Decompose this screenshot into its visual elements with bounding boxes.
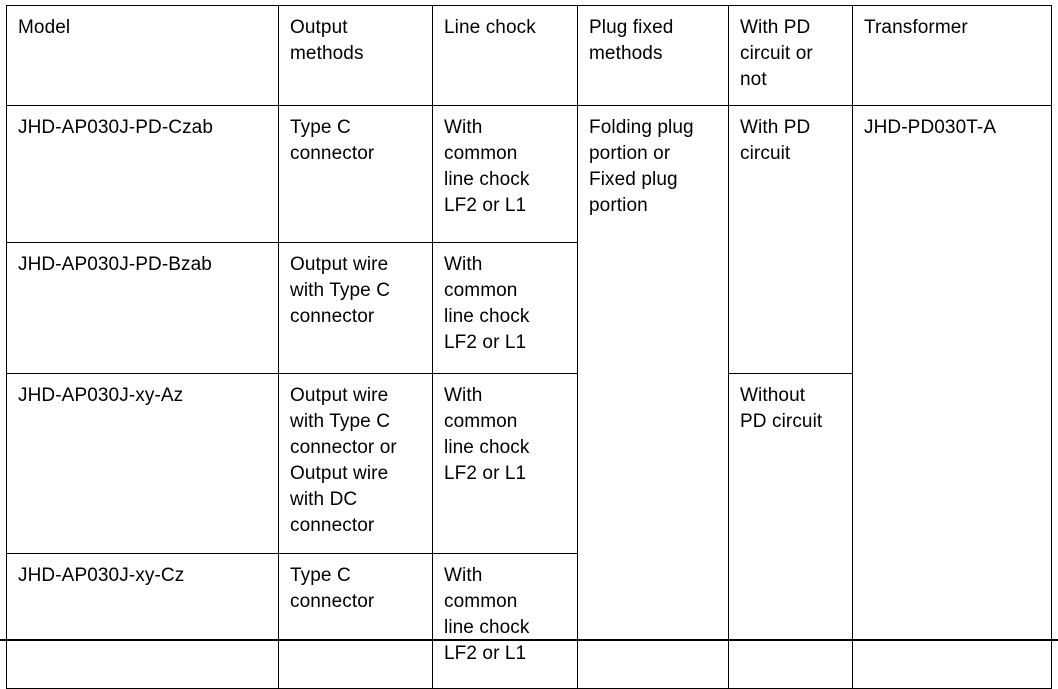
column-header-plug-fixed-methods: Plug fixed methods	[577, 5, 729, 106]
table-row: JHD-AP030J-xy-Az Output wire with Type C…	[6, 373, 1052, 689]
cell-pd-circuit-without-merged: Without PD circuit	[728, 373, 853, 689]
page-bottom-rule	[0, 639, 1058, 641]
cell-output-methods-row-4-text: Type C connector	[290, 565, 375, 612]
table-row: JHD-AP030J-PD-Bzab Output wire with Type…	[6, 242, 1052, 374]
cell-model-row-2: JHD-AP030J-PD-Bzab	[6, 242, 279, 374]
cell-line-chock-row-1: With common line chock LF2 or L1	[432, 105, 578, 243]
column-header-line-chock: Line chock	[432, 5, 578, 106]
cell-output-methods-row-2: Output wire with Type C connector	[278, 242, 433, 374]
column-header-model: Model	[6, 5, 279, 106]
column-header-line-chock-label: Line chock	[444, 17, 536, 38]
column-header-output-methods-label: Output methods	[290, 17, 364, 64]
cell-output-methods-row-3-text: Output wire with Type C connector or Out…	[290, 385, 397, 536]
column-header-transformer-label: Transformer	[864, 17, 968, 38]
cell-line-chock-row-4: With common line chock LF2 or L1	[432, 553, 578, 689]
cell-line-chock-row-4-text: With common line chock LF2 or L1	[444, 565, 530, 664]
cell-model-row-3-text: JHD-AP030J-xy-Az	[18, 385, 184, 406]
cell-line-chock-row-2-text: With common line chock LF2 or L1	[444, 254, 530, 353]
cell-plug-fixed-methods-merged-text: Folding plug portion or Fixed plug porti…	[589, 117, 694, 216]
cell-pd-circuit-with-merged-text: With PD circuit	[740, 117, 811, 164]
table-header-row: Model Output methods Line chock Plug fix…	[6, 5, 1052, 106]
column-header-with-pd-circuit-or-not-label: With PD circuit or not	[740, 17, 813, 90]
cell-line-chock-row-3-text: With common line chock LF2 or L1	[444, 385, 530, 484]
model-specification-table: Model Output methods Line chock Plug fix…	[6, 5, 1052, 689]
cell-model-row-1: JHD-AP030J-PD-Czab	[6, 105, 279, 243]
column-header-output-methods: Output methods	[278, 5, 433, 106]
column-header-model-label: Model	[18, 17, 71, 38]
cell-transformer-merged-text: JHD-PD030T-A	[864, 117, 997, 138]
cell-output-methods-row-3: Output wire with Type C connector or Out…	[278, 373, 433, 554]
cell-pd-circuit-without-merged-text: Without PD circuit	[740, 385, 823, 432]
cell-plug-fixed-methods-merged: Folding plug portion or Fixed plug porti…	[577, 105, 729, 689]
cell-output-methods-row-2-text: Output wire with Type C connector	[290, 254, 391, 327]
cell-line-chock-row-1-text: With common line chock LF2 or L1	[444, 117, 530, 216]
table-row: JHD-AP030J-PD-Czab Type C connector With…	[6, 105, 1052, 689]
cell-model-row-1-text: JHD-AP030J-PD-Czab	[18, 117, 214, 138]
page-root: Model Output methods Line chock Plug fix…	[0, 5, 1058, 689]
cell-model-row-4-text: JHD-AP030J-xy-Cz	[18, 565, 185, 586]
column-header-transformer: Transformer	[852, 5, 1052, 106]
cell-line-chock-row-2: With common line chock LF2 or L1	[432, 242, 578, 374]
column-header-plug-fixed-methods-label: Plug fixed methods	[589, 17, 674, 64]
cell-model-row-3: JHD-AP030J-xy-Az	[6, 373, 279, 554]
column-header-with-pd-circuit-or-not: With PD circuit or not	[728, 5, 853, 106]
cell-output-methods-row-4: Type C connector	[278, 553, 433, 689]
cell-output-methods-row-1-text: Type C connector	[290, 117, 375, 164]
cell-model-row-4: JHD-AP030J-xy-Cz	[6, 553, 279, 689]
cell-model-row-2-text: JHD-AP030J-PD-Bzab	[18, 254, 212, 275]
cell-transformer-merged: JHD-PD030T-A	[852, 105, 1052, 689]
cell-line-chock-row-3: With common line chock LF2 or L1	[432, 373, 578, 554]
cell-pd-circuit-with-merged: With PD circuit	[728, 105, 853, 374]
cell-output-methods-row-1: Type C connector	[278, 105, 433, 243]
